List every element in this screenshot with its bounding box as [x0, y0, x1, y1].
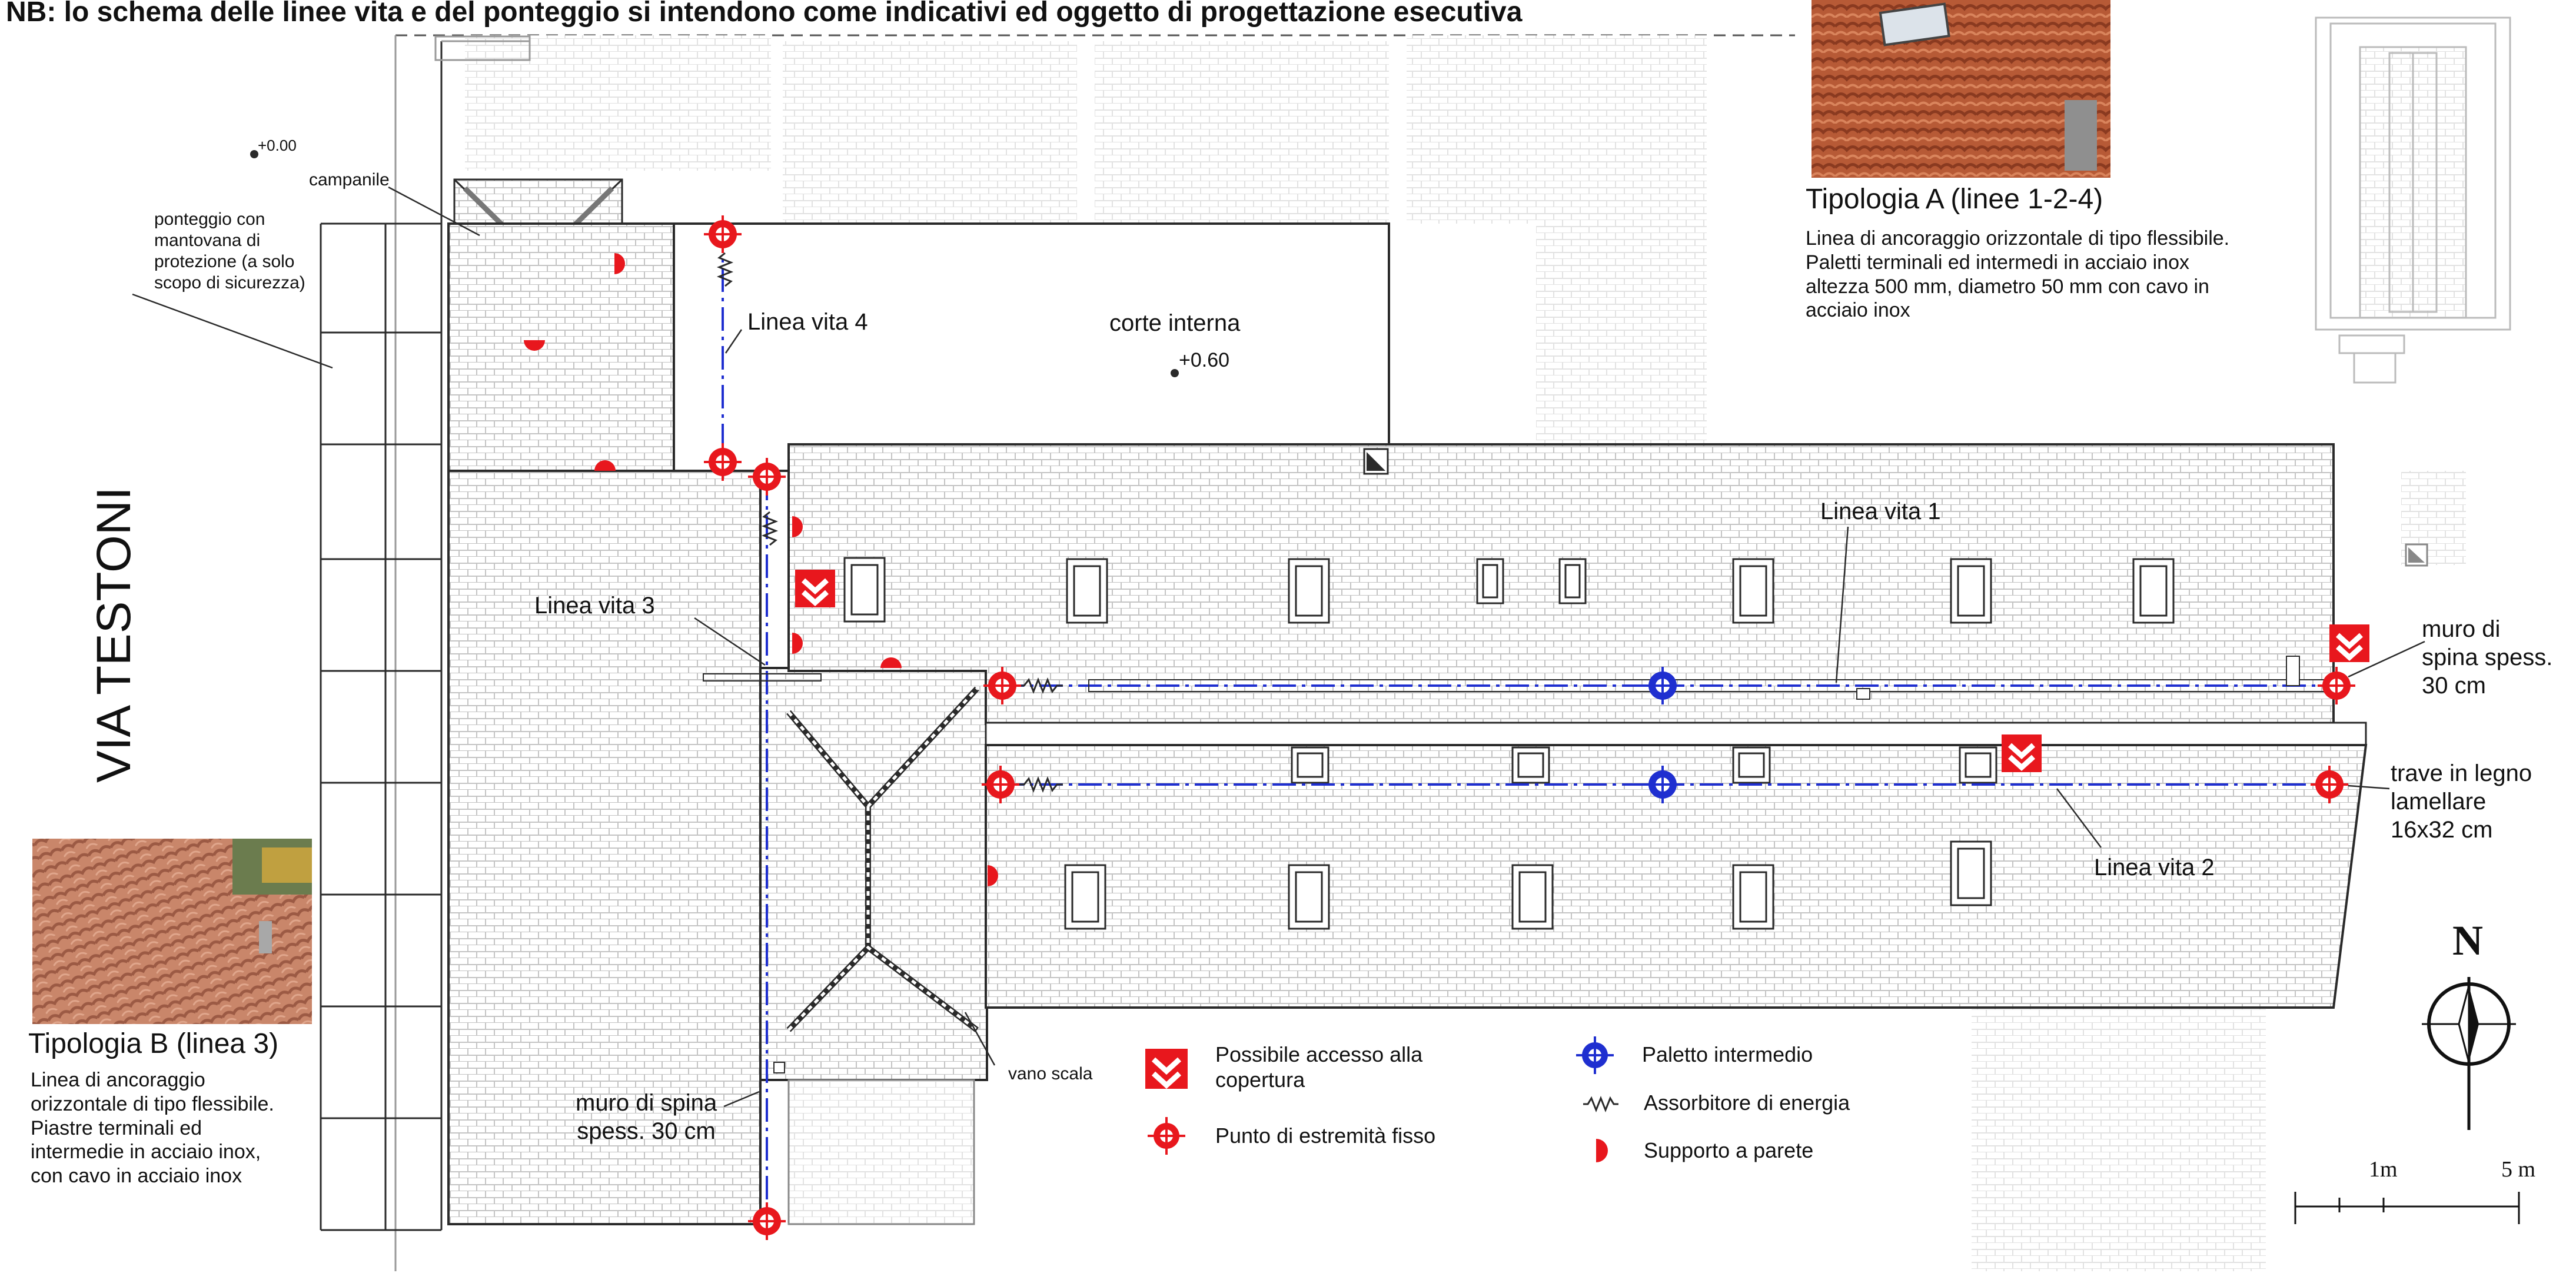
- scaffold: [320, 35, 531, 1271]
- wall-supports: [524, 253, 998, 886]
- trave-label: trave in legno lamellare 16x32 cm: [2391, 760, 2532, 843]
- vano-scala-label: vano scala: [1008, 1064, 1093, 1083]
- corte-label: corte interna: [1109, 310, 1241, 336]
- intermediate-posts: [1644, 667, 1681, 803]
- linea-vita-3-label: Linea vita 3: [534, 593, 655, 619]
- roof-lower: [787, 1079, 975, 1225]
- campanile-label: campanile: [309, 170, 390, 190]
- leader-lines: [132, 186, 2425, 1108]
- scale-bar: [2294, 1192, 2520, 1224]
- tipologia-b-text: Linea di ancoraggio orizzontale di tipo …: [31, 1069, 274, 1188]
- north-label: N: [2452, 917, 2483, 964]
- scale-label-5m: 5 m: [2501, 1157, 2536, 1182]
- legend-intermediate: Paletto intermedio: [1642, 1042, 1813, 1066]
- muro-right-label: muro di spina spess. 30 cm: [2422, 616, 2553, 699]
- adjacent-roofs: [465, 35, 2466, 1271]
- note-text: NB: lo schema delle linee vita e del pon…: [6, 0, 1523, 28]
- legend-absorber: Assorbitore di energia: [1644, 1091, 1850, 1115]
- skylights: [843, 557, 2175, 930]
- ponteggio-label: ponteggio con mantovana di protezione (a…: [154, 210, 305, 293]
- tipologia-a-photo: [1811, 0, 2110, 178]
- stair-tower-right: [2315, 16, 2511, 384]
- tipologia-b-photo: [32, 839, 312, 1024]
- courtyard: [673, 222, 1390, 472]
- roof-stair: [759, 667, 988, 1081]
- roof-main-south: [985, 744, 2368, 1009]
- legend-wall-support: Supporto a parete: [1644, 1138, 1814, 1162]
- linea-vita-2-label: Linea vita 2: [2094, 855, 2215, 880]
- north-arrow: [2422, 977, 2516, 1130]
- elevation-markers: [250, 150, 1179, 377]
- muro-bottom-label: muro di spina spess. 30 cm: [576, 1090, 717, 1144]
- street-name: VIA TESTONI: [87, 487, 141, 783]
- legend-access: Possibile accesso alla copertura: [1215, 1042, 1423, 1092]
- tipologia-b-title: Tipologia B (linea 3): [28, 1028, 279, 1059]
- fixed-end-points: [704, 215, 2355, 1240]
- roof-left-wing: [447, 470, 762, 1225]
- legend-fixed: Punto di estremità fisso: [1215, 1124, 1436, 1148]
- elevation-0: +0.00: [258, 137, 297, 154]
- energy-absorbers: [716, 252, 1063, 793]
- legend-symbols: [1145, 1036, 1618, 1162]
- linea-vita-1-label: Linea vita 1: [1820, 498, 1941, 524]
- elevation-060: +0.60: [1179, 349, 1230, 371]
- access-markers: [795, 570, 2369, 772]
- tipologia-a-title: Tipologia A (linee 1-2-4): [1806, 184, 2103, 215]
- linea-vita-4-label: Linea vita 4: [747, 309, 868, 335]
- tipologia-a-text: Linea di ancoraggio orizzontale di tipo …: [1806, 227, 2230, 322]
- scale-label-1m: 1m: [2369, 1157, 2398, 1182]
- ridge: [985, 722, 2367, 746]
